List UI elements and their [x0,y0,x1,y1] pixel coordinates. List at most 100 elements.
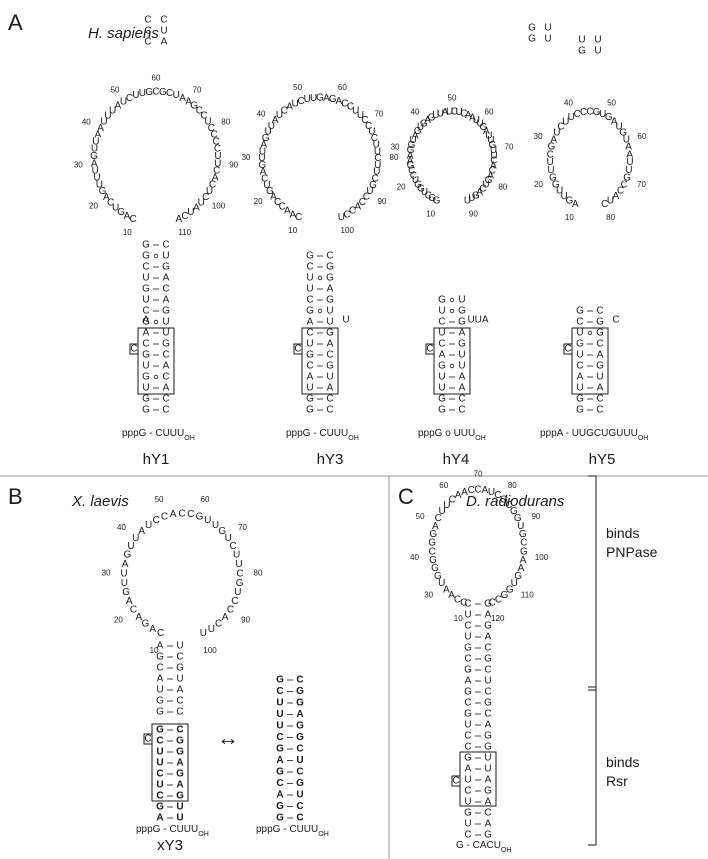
dr-loop-nt-8: C [428,546,435,557]
hy3-loop-nt-16: U [268,121,275,132]
hy4-loop-nt-1: G [428,193,436,204]
hy4-loop-nt-20: G [428,112,436,123]
hy1-stem-nt-3p-3: C [162,372,169,383]
hy3-position-70: 70 [374,110,383,119]
hy4-loop-nt-49: U [464,195,471,206]
hy4-stem-nt-3p-9: G [458,306,466,317]
hy5-stem-nt-5p-5: U [576,350,583,361]
hy5-loop-nt-30: C [621,179,628,190]
dr-stem-nt-3p-21: G [484,599,492,610]
hy1-loop-nt-43: C [209,179,216,190]
dr-stem-nt-3p-7: U [484,753,491,764]
xy3-stem-nt-5p-4: C [156,663,163,674]
hy4-stem-nt-3p-4: U [458,361,465,372]
dr-bulge-c-box [451,775,461,787]
hy1-hairpin-nt-4: C [144,37,151,48]
hy5-stem-nt-3p-3: U [596,372,603,383]
hy4-stem-nt-5p-6: C [438,339,445,350]
xy3-alt-stem-nt-5p-12: G [276,675,284,686]
hy1-stem-nt-5p-2: U [142,383,149,394]
xy3-position-30: 30 [102,569,111,578]
dr-stem-nt-3p-3: A [485,797,492,808]
hy5-loop-nt-13: U [562,116,569,127]
hy1-stem-nt-3p-13: G [162,262,170,273]
hy4-loop-nt-44: U [482,180,489,191]
hy4-loop-nt-19: A [424,115,431,126]
hy3-loop-nt-22: C [297,96,304,107]
hy3-loop-nt-41: U [373,167,380,178]
xy3-stem-nt-5p-3: A [157,674,164,685]
xy3-alt-stem-nt-3p-9: A [296,709,303,720]
xy3-loop-nt-24: U [225,533,232,544]
hy3-stem-nt-5p-6: U [306,339,313,350]
hy1-loop-nt-28: U [173,90,180,101]
hy5-loop-nt-8: C [547,149,554,160]
dr-stem-nt-5p-13: G [464,687,472,698]
hy3-loop-nt-49: C [344,209,351,220]
hy5-loop-nt-5: G [549,172,557,183]
xy3-loop-nt-23: G [218,526,226,537]
xy3-position-10: 10 [150,646,159,655]
dr-loop-nt-16: A [455,490,462,501]
hy1-stem-nt-3p-4: A [163,361,170,372]
hy3-stem-nt-3p-0: C [326,405,333,416]
hy5-loop-nt-18: G [593,107,601,118]
xy3-loop-nt-15: C [153,515,160,526]
hy3-loop-nt-2: A [284,206,291,217]
xy3-loop-nt-12: U [132,533,139,544]
hy4-loop-nt-2: C [425,190,432,201]
xy3-stem-nt-5p-6: A [157,641,164,652]
hy1-stem-nt-5p-15: G [142,240,150,251]
hy1-loop-nt-15: A [97,123,104,134]
hy3-loop-nt-34: C [365,121,372,132]
xy3-alt-stem-nt-5p-1: G [276,801,284,812]
xy3-boxed-nt-3p-5: A [176,758,183,769]
dr-loop-nt-14: U [443,500,450,511]
hy1-position-50: 50 [111,85,120,94]
hy1-loop-nt-0: C [130,214,137,225]
hy1-stem-nt-3p-11: C [162,284,169,295]
hy4-loop-nt-24: U [446,107,453,118]
xy3-alt-stem-nt-5p-4: G [276,767,284,778]
hy3-loop-nt-50: U [338,212,345,223]
dr-stem-nt-3p-6: U [484,764,491,775]
xy3-alt-stem-nt-5p-11: C [276,686,283,697]
xy3-boxed-nt-5p-4: C [156,769,163,780]
exchange-arrow: ↔ [217,725,239,750]
hy3-loop-nt-24: U [310,93,317,104]
dr-loop-nt-31: A [520,555,527,566]
hy3-stem-nt-3p-9: U [326,306,333,317]
xy3-loop-nt-21: U [204,515,211,526]
hy4-stem-nt-3p-5: U [458,350,465,361]
xy3-loop-nt-27: U [235,559,242,570]
hy5-loop-nt-31: C [617,186,624,197]
hy1-stem-pair-14 [153,253,159,259]
hy5-stem-nt-3p-2: A [597,383,604,394]
xy3-alt-tail: pppG - CUUUOH [256,824,329,838]
hy1-loop-nt-20: U [120,96,127,107]
xy3-alt-stem-nt-3p-3: G [296,778,304,789]
hy5-stem-nt-5p-9: G [576,306,584,317]
hy1-loop-nt-34: U [204,117,211,128]
hy1-position-10: 10 [123,228,132,237]
xy3-stem-nt-3p-0: C [176,707,183,718]
hy1-stem-nt-5p-14: G [142,251,150,262]
hy5-loop-nt-11: U [553,128,560,139]
hy4-stem-nt-5p-4: G [438,361,446,372]
dr-stem-nt-3p-19: G [484,621,492,632]
xy3-loop-nt-33: A [222,612,229,623]
hy4-stem-nt-5p-2: U [438,383,445,394]
hy3-stem-pair-9 [317,308,323,314]
hy4-loop-nt-22: U [437,108,444,119]
hy3-stem-nt-3p-4: G [326,361,334,372]
xy3-loop-nt-16: C [161,511,168,522]
xy3-loop-nt-9: A [122,559,129,570]
dr-loop-nt-1: C [454,594,461,605]
hy3-loop-nt-35: U [368,127,375,138]
dr-loop-nt-17: A [461,487,468,498]
xy3-loop-nt-22: U [212,520,219,531]
hy5-stem-pair-7 [587,330,593,336]
dr-loop-nt-34: U [511,578,518,589]
hy3-position-80: 80 [390,153,399,162]
hy3-position-60: 60 [338,83,347,92]
